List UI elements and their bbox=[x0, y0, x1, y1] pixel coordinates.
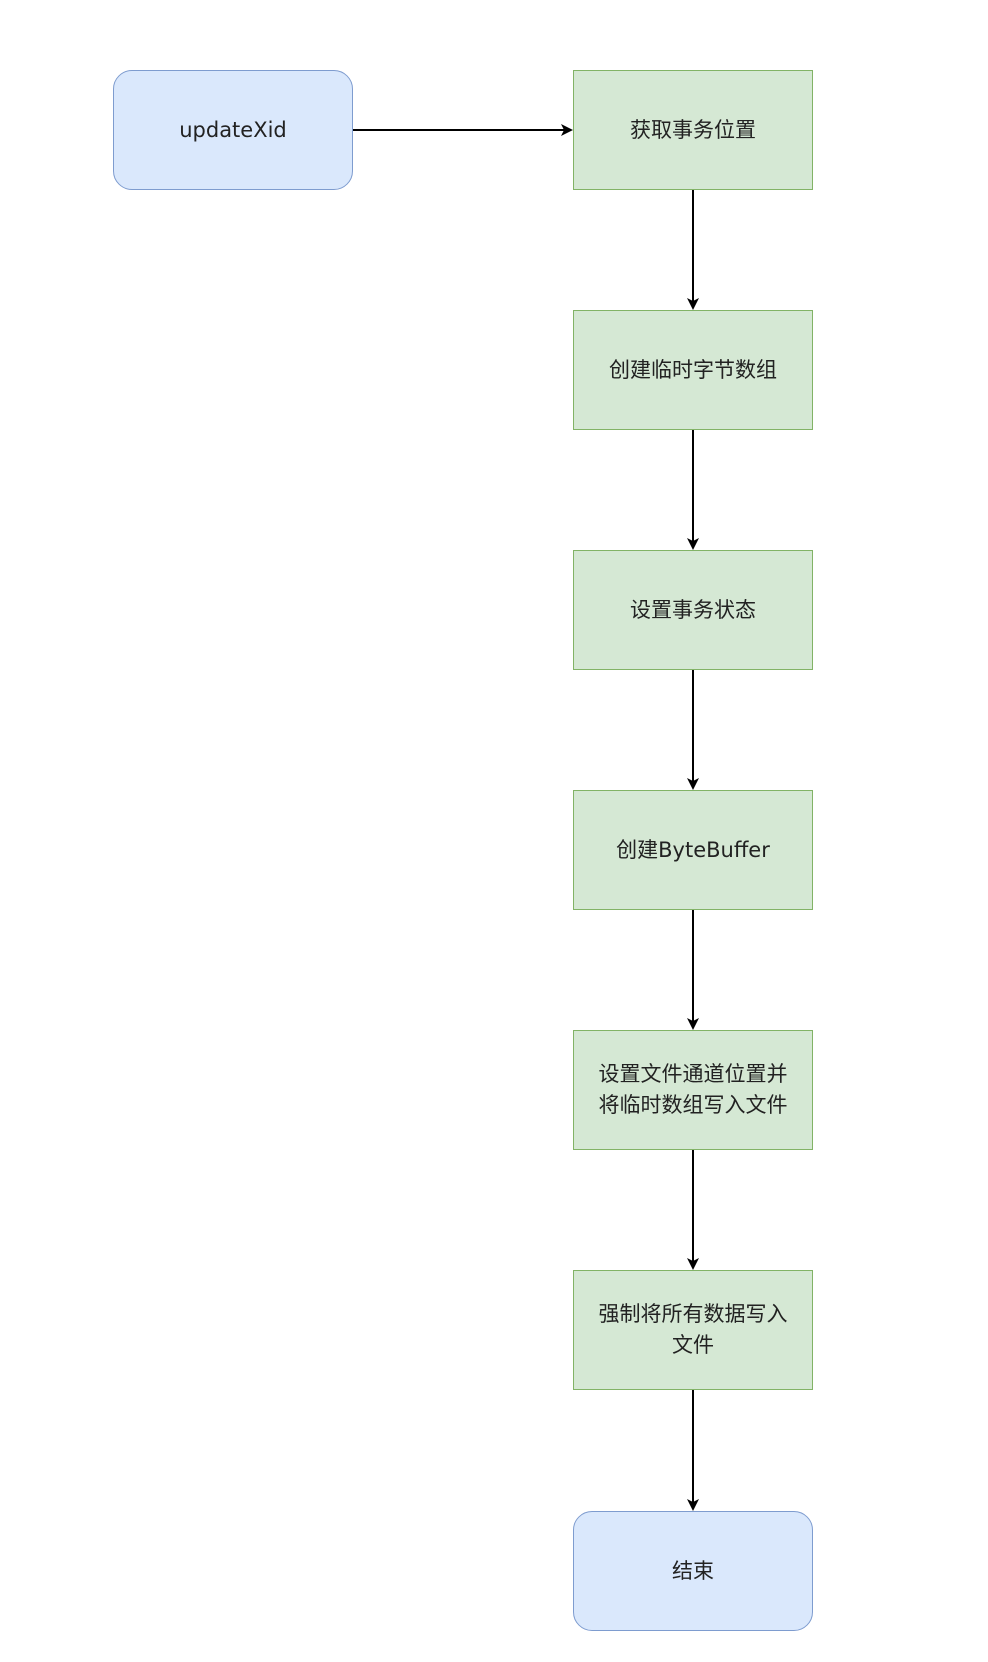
end-node-label: 结束 bbox=[672, 1558, 714, 1583]
step-create-temp-byte-array: 创建临时字节数组 bbox=[573, 310, 813, 430]
step-set-channel-position-and-write: 设置文件通道位置并 将临时数组写入文件 bbox=[573, 1030, 813, 1150]
step-get-transaction-position: 获取事务位置 bbox=[573, 70, 813, 190]
step-label: 创建ByteBuffer bbox=[616, 837, 770, 862]
step-label: 强制将所有数据写入 文件 bbox=[598, 1302, 788, 1357]
end-node: 结束 bbox=[573, 1511, 813, 1631]
step-label: 设置文件通道位置并 将临时数组写入文件 bbox=[598, 1062, 788, 1117]
step-label: 设置事务状态 bbox=[630, 597, 756, 622]
step-create-bytebuffer: 创建ByteBuffer bbox=[573, 790, 813, 910]
step-force-write-all-data: 强制将所有数据写入 文件 bbox=[573, 1270, 813, 1390]
step-set-transaction-status: 设置事务状态 bbox=[573, 550, 813, 670]
step-label: 获取事务位置 bbox=[630, 117, 756, 142]
start-node: updateXid bbox=[113, 70, 353, 190]
start-node-label: updateXid bbox=[179, 117, 287, 142]
step-label: 创建临时字节数组 bbox=[609, 357, 777, 382]
